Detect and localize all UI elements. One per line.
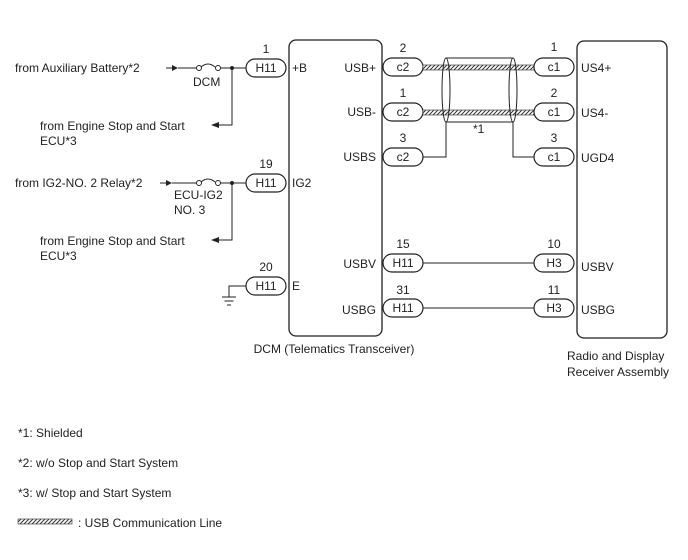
pin-number: 2 <box>551 86 558 100</box>
connector-pill <box>533 57 575 77</box>
wire-shield-radio <box>512 122 534 158</box>
dcm-pin-usbv: USBV 15 H11 <box>343 237 424 273</box>
usb-line-minus <box>422 109 535 116</box>
fuse-dcm-terminal-left <box>196 65 202 71</box>
connector-pill <box>245 276 287 296</box>
pin-number: 1 <box>263 42 270 56</box>
pin-number: 1 <box>400 86 407 100</box>
connector-pill <box>533 147 575 167</box>
legend-usb-line-swatch <box>17 518 73 525</box>
dcm-pin-ig2: 19 H11 IG2 <box>245 157 312 193</box>
pin-label: USBG <box>581 303 615 317</box>
pin-label: E <box>292 279 300 293</box>
connector-pill <box>533 102 575 122</box>
source-ess-ecu-1-line1: from Engine Stop and Start <box>40 119 185 133</box>
fuse-dcm-label: DCM <box>193 75 220 89</box>
radio-pin-ugd4: 3 c1 UGD4 <box>533 131 615 167</box>
dcm-pin-b: 1 H11 +B <box>245 42 307 78</box>
pin-number: 20 <box>259 260 273 274</box>
ground-icon <box>222 296 236 306</box>
pin-number: 3 <box>400 131 407 145</box>
dcm-pin-usb-plus: USB+ 2 c2 <box>344 41 424 77</box>
arrow-ess-ecu-1 <box>211 122 219 128</box>
radio-name-line2: Receiver Assembly <box>567 365 669 379</box>
dcm-pin-usbg: USBG 31 H11 <box>342 283 424 318</box>
pin-number: 10 <box>547 237 561 251</box>
pin-number: 31 <box>396 283 410 297</box>
pin-label: USBV <box>581 260 614 274</box>
pin-label: USB- <box>347 105 376 119</box>
connector-pill <box>533 253 575 273</box>
connector-pill <box>245 58 287 78</box>
pin-number: 2 <box>400 41 407 55</box>
radio-pin-usbv: 10 H3 USBV <box>533 237 614 274</box>
connector-code: c2 <box>397 105 410 119</box>
source-ig2-relay: from IG2-NO. 2 Relay*2 <box>15 176 143 190</box>
connector-code: c2 <box>397 150 410 164</box>
radio-name-line1: Radio and Display <box>567 349 664 363</box>
fuse-ecu-ig2-terminal-right <box>215 180 221 186</box>
pin-label: US4+ <box>581 61 611 75</box>
note-without-stop-start: *2: w/o Stop and Start System <box>18 456 178 470</box>
note-with-stop-start: *3: w/ Stop and Start System <box>18 486 171 500</box>
radio-pin-us4-plus: 1 c1 US4+ <box>533 40 611 77</box>
arrow-ess-ecu-2 <box>211 237 219 243</box>
pin-label: IG2 <box>292 176 312 190</box>
radio-box <box>576 40 668 339</box>
dcm-name: DCM (Telematics Transceiver) <box>254 342 415 356</box>
connector-code: c2 <box>397 60 410 74</box>
connector-code: H3 <box>546 301 562 315</box>
dcm-pin-usb-minus: USB- 1 c2 <box>347 86 424 122</box>
arrow-ig2-relay <box>166 180 172 186</box>
shield-label: *1 <box>473 122 485 136</box>
connector-code: H11 <box>392 256 413 270</box>
fuse-ecu-ig2-terminal-left <box>196 180 202 186</box>
fuse-dcm <box>200 63 216 68</box>
legend-usb-line: : USB Communication Line <box>78 516 222 530</box>
pin-number: 11 <box>548 283 561 297</box>
connector-code: H11 <box>255 61 276 75</box>
connector-code: c1 <box>548 60 561 74</box>
usb-line-plus <box>422 64 535 71</box>
pin-number: 19 <box>259 157 273 171</box>
pin-label: USBG <box>342 303 376 317</box>
connector-code: H11 <box>255 176 276 190</box>
shield-outline <box>446 57 513 123</box>
dcm-pin-e: 20 H11 E <box>245 260 300 296</box>
connector-code: H3 <box>546 256 562 270</box>
source-ess-ecu-2-line1: from Engine Stop and Start <box>40 234 185 248</box>
connector-pill <box>245 173 287 193</box>
fuse-ecu-ig2-label-line1: ECU-IG2 <box>174 188 223 202</box>
fuse-dcm-terminal-right <box>215 65 221 71</box>
fuse-ecu-ig2 <box>200 178 216 183</box>
radio-pin-usbg: 11 H3 USBG <box>533 283 615 318</box>
arrow-aux-battery <box>172 65 178 71</box>
fuse-ecu-ig2-label-line2: NO. 3 <box>174 203 206 217</box>
wire-shield-dcm <box>423 122 447 158</box>
connector-pill <box>533 298 575 318</box>
connector-code: c1 <box>548 150 561 164</box>
pin-number: 3 <box>551 131 558 145</box>
connector-code: H11 <box>255 279 276 293</box>
note-shielded: *1: Shielded <box>18 426 83 440</box>
connector-code: c1 <box>548 105 561 119</box>
pin-label: US4- <box>581 106 608 120</box>
wire-ground <box>228 285 246 297</box>
pin-number: 15 <box>396 237 410 251</box>
dcm-pin-usbs: USBS 3 c2 <box>343 131 424 167</box>
pin-label: +B <box>292 61 307 75</box>
pin-label: USBS <box>343 150 376 164</box>
pin-label: UGD4 <box>581 151 615 165</box>
source-ess-ecu-1-line2: ECU*3 <box>40 134 77 148</box>
connector-code: H11 <box>392 301 413 315</box>
pin-label: USB+ <box>344 61 376 75</box>
source-ess-ecu-2-line2: ECU*3 <box>40 249 77 263</box>
dcm-box <box>288 39 383 337</box>
source-aux-battery: from Auxiliary Battery*2 <box>15 61 140 75</box>
radio-pin-us4-minus: 2 c1 US4- <box>533 86 608 122</box>
pin-number: 1 <box>551 40 558 54</box>
pin-label: USBV <box>343 257 376 271</box>
